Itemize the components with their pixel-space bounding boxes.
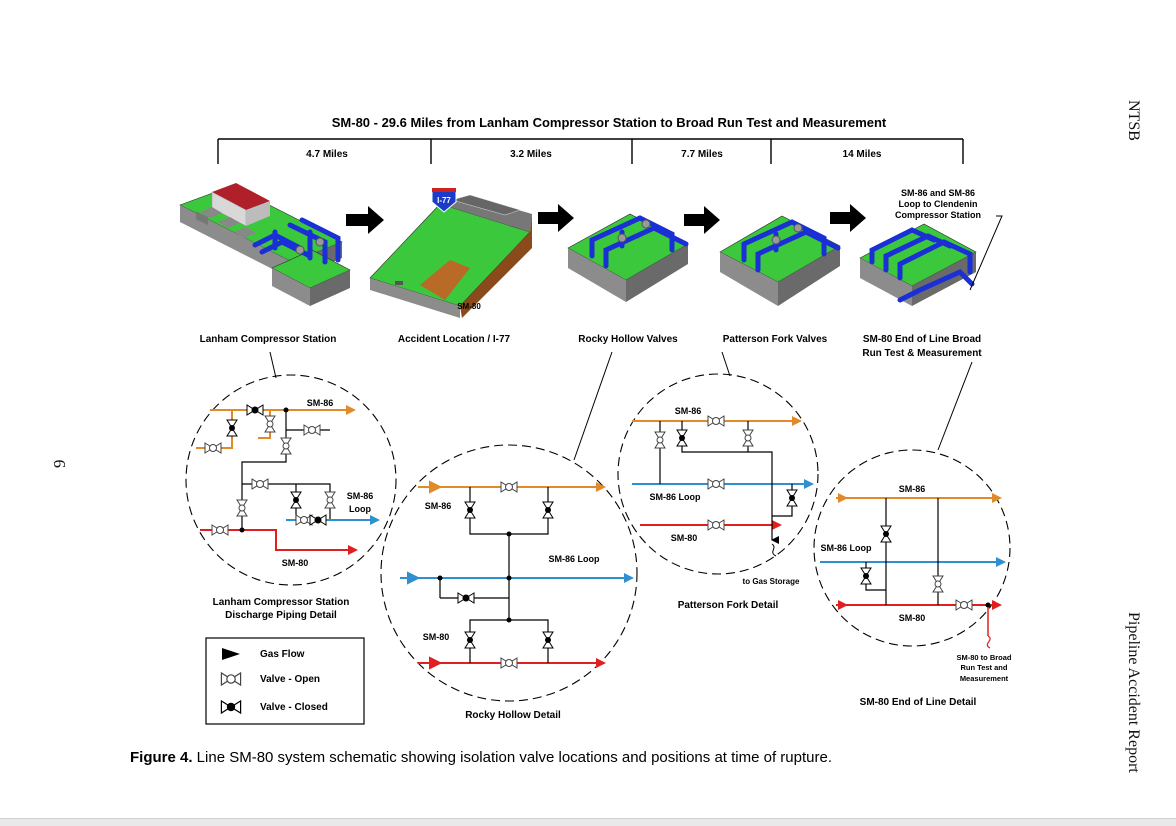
page-bottom-edge	[0, 818, 1176, 826]
svg-text:Loop to Clendenin: Loop to Clendenin	[899, 199, 978, 209]
figure-title: SM-80 - 29.6 Miles from Lanham Compresso…	[332, 115, 887, 130]
svg-text:Compressor Station: Compressor Station	[895, 210, 981, 220]
svg-text:Run Test and: Run Test and	[961, 663, 1008, 672]
station-name: Rocky Hollow Valves	[578, 334, 678, 345]
mileage-bracket	[217, 138, 964, 164]
flow-arrow	[346, 206, 384, 234]
detail-line-label: SM-86 Loop	[650, 492, 702, 502]
end-of-line-illustration	[859, 223, 977, 306]
gas-flow-symbol	[222, 648, 240, 660]
svg-text:Run Test & Measurement: Run Test & Measurement	[862, 348, 982, 359]
detail-line-label: SM-86	[899, 484, 926, 494]
svg-text:SM-86 and SM-86: SM-86 and SM-86	[901, 188, 975, 198]
segment-label: 3.2 Miles	[510, 149, 552, 160]
legend-valve-closed: Valve - Closed	[260, 702, 328, 713]
detail-title: Patterson Fork Detail	[678, 600, 779, 611]
interstate-shield-label: I-77	[437, 196, 451, 205]
patterson-fork-illustration	[719, 215, 841, 306]
patterson-fork-detail	[617, 373, 819, 575]
valve-open-symbol	[220, 672, 242, 686]
flow-arrow	[684, 206, 720, 234]
detail-line-label: SM-86	[307, 398, 334, 408]
broad-run-label: SM-80 to Broad Run Test and Measurement	[956, 653, 1011, 683]
sm86-note: SM-86 and SM-86 Loop to Clendenin Compre…	[895, 188, 981, 220]
leader-lines	[269, 351, 973, 461]
station-name: Patterson Fork Valves	[723, 334, 828, 345]
detail-line-label: SM-86	[347, 491, 374, 501]
caption-text: Line SM-80 system schematic showing isol…	[192, 749, 832, 766]
flow-arrow	[538, 204, 574, 232]
svg-text:Lanham Compressor Station: Lanham Compressor Station	[213, 597, 350, 608]
caption-label: Figure 4.	[130, 749, 193, 766]
end-of-line-detail	[813, 449, 1011, 649]
lanham-station-illustration	[179, 183, 351, 306]
accident-pipe-label: SM-80	[457, 302, 481, 311]
detail-line-label: SM-86 Loop	[549, 554, 601, 564]
station-name: SM-80 End of Line Broad Run Test & Measu…	[862, 334, 982, 359]
rocky-hollow-detail	[380, 444, 638, 702]
flow-arrow	[830, 204, 866, 232]
segment-label: 7.7 Miles	[681, 149, 723, 160]
detail-line-label: SM-86	[425, 501, 452, 511]
svg-text:SM-80 to Broad: SM-80 to Broad	[956, 653, 1011, 662]
system-schematic-figure: SM-80 - 29.6 Miles from Lanham Compresso…	[179, 115, 1012, 725]
detail-line-label: Loop	[349, 504, 371, 514]
detail-title: SM-80 End of Line Detail	[860, 697, 977, 708]
legend-gas-flow: Gas Flow	[260, 649, 305, 660]
segment-label: 14 Miles	[843, 149, 882, 160]
station-name: Accident Location / I-77	[398, 334, 511, 345]
detail-line-label: SM-80	[423, 632, 450, 642]
detail-line-label: SM-80	[282, 558, 309, 568]
detail-line-label: SM-86 Loop	[821, 543, 873, 553]
detail-title: Lanham Compressor Station Discharge Pipi…	[213, 597, 350, 621]
legend-valve-open: Valve - Open	[260, 674, 320, 685]
detail-line-label: SM-80	[671, 533, 698, 543]
svg-text:SM-80 End of Line Broad: SM-80 End of Line Broad	[863, 334, 981, 345]
lanham-detail	[185, 374, 397, 586]
station-name: Lanham Compressor Station	[200, 334, 337, 345]
detail-line-label: SM-86	[675, 406, 702, 416]
accident-location-illustration	[369, 187, 532, 318]
segment-label: 4.7 Miles	[306, 149, 348, 160]
rocky-hollow-illustration	[567, 213, 689, 302]
figure-caption: Figure 4. Line SM-80 system schematic sh…	[130, 749, 832, 766]
svg-text:Measurement: Measurement	[960, 674, 1009, 683]
legend	[205, 637, 365, 725]
svg-text:Discharge Piping Detail: Discharge Piping Detail	[225, 610, 337, 621]
detail-line-label: SM-80	[899, 613, 926, 623]
gas-storage-label: to Gas Storage	[743, 577, 800, 586]
detail-title: Rocky Hollow Detail	[465, 710, 561, 721]
